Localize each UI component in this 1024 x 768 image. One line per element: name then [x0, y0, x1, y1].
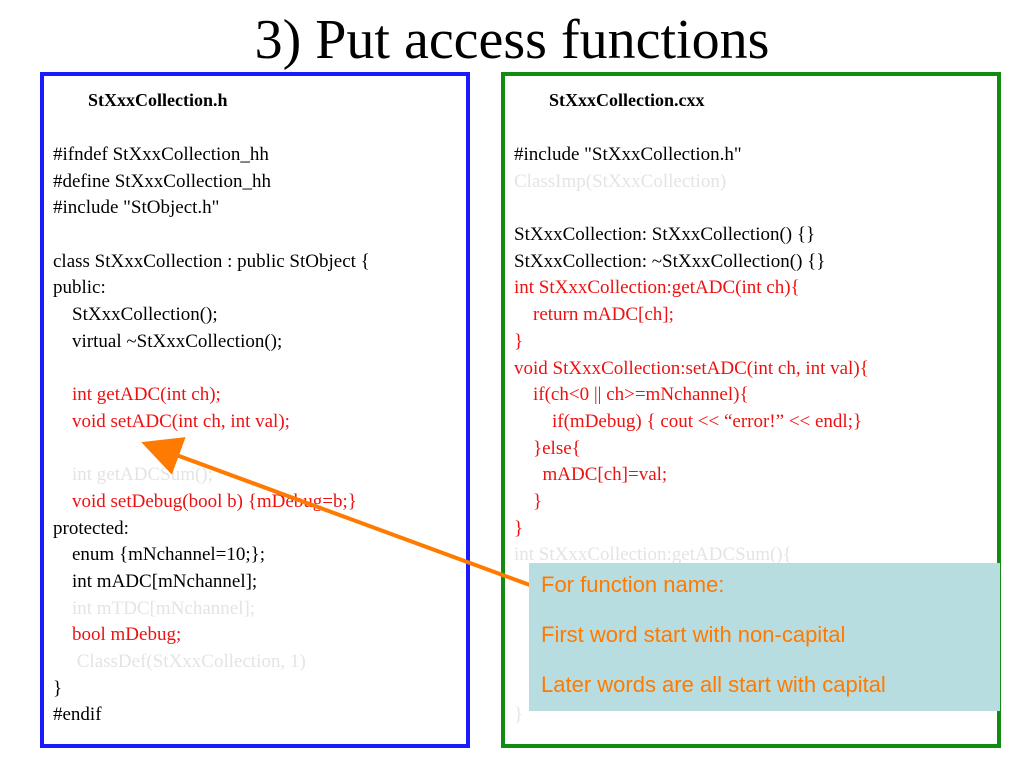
header-code-line: int mADC[mNchannel]; [53, 571, 258, 592]
header-code-line: #include "StObject.h" [53, 197, 220, 219]
header-code-block: #ifndef StXxxCollection_hh #define StXxxC… [53, 142, 370, 729]
header-code-line: int getADC(int ch); [53, 384, 221, 406]
source-code-line: }else{ [514, 437, 581, 459]
source-code-line: int StXxxCollection:getADC(int ch){ [514, 277, 800, 299]
source-code-line: return mADC[ch]; [514, 304, 674, 326]
header-code-line: int mTDC[mNchannel]; [53, 597, 256, 619]
header-code-line: } [53, 677, 63, 699]
source-code-line: mADC[ch]=val; [514, 464, 668, 486]
source-code-line: void StXxxCollection:setADC(int ch, int … [514, 357, 869, 379]
source-code-line: ClassImp(StXxxCollection) [514, 170, 727, 192]
header-code-line: #endif [53, 704, 102, 726]
source-code-line: } [514, 490, 543, 512]
naming-convention-callout: For function name: First word start with… [529, 563, 1000, 711]
header-code-line: protected: [53, 517, 129, 539]
header-code-line: public: [53, 277, 106, 299]
header-code-line: StXxxCollection(); [53, 304, 218, 326]
header-code-line: class StXxxCollection : public StObject … [53, 250, 370, 272]
header-code-line: #ifndef StXxxCollection_hh [53, 144, 269, 165]
source-code-line: StXxxCollection: ~StXxxCollection() {} [514, 250, 826, 272]
slide-title: 3) Put access functions [254, 9, 770, 71]
source-code-line: if(ch<0 || ch>=mNchannel){ [514, 384, 749, 406]
source-code-line: } [514, 330, 524, 352]
header-code-line: void setADC(int ch, int val); [53, 410, 290, 432]
source-code-line: StXxxCollection: StXxxCollection() {} [514, 224, 816, 246]
source-file-title: StXxxCollection.cxx [549, 90, 705, 110]
source-code-line: } [514, 517, 524, 539]
source-code-line: #include "StXxxCollection.h" [514, 144, 742, 165]
header-code-line: bool mDebug; [53, 624, 182, 646]
header-code-line: #define StXxxCollection_hh [53, 170, 271, 192]
header-file-panel: StXxxCollection.h #ifndef StXxxCollectio… [40, 72, 470, 748]
source-code-line: } [514, 704, 524, 726]
callout-line-1: For function name: [541, 572, 725, 597]
callout-line-2: First word start with non-capital [541, 622, 846, 647]
header-code-line: ClassDef(StXxxCollection, 1) [53, 651, 306, 673]
callout-line-3: Later words are all start with capital [541, 672, 886, 697]
source-code-block: #include "StXxxCollection.h" ClassImp(StX… [514, 142, 869, 729]
header-code-line: enum {mNchannel=10;}; [53, 544, 266, 566]
header-file-title: StXxxCollection.h [88, 90, 228, 110]
header-code-line: virtual ~StXxxCollection(); [53, 330, 283, 352]
source-code-line: if(mDebug) { cout << “error!” << endl;} [514, 410, 863, 432]
source-code-line: int StXxxCollection:getADCSum(){ [514, 544, 792, 566]
